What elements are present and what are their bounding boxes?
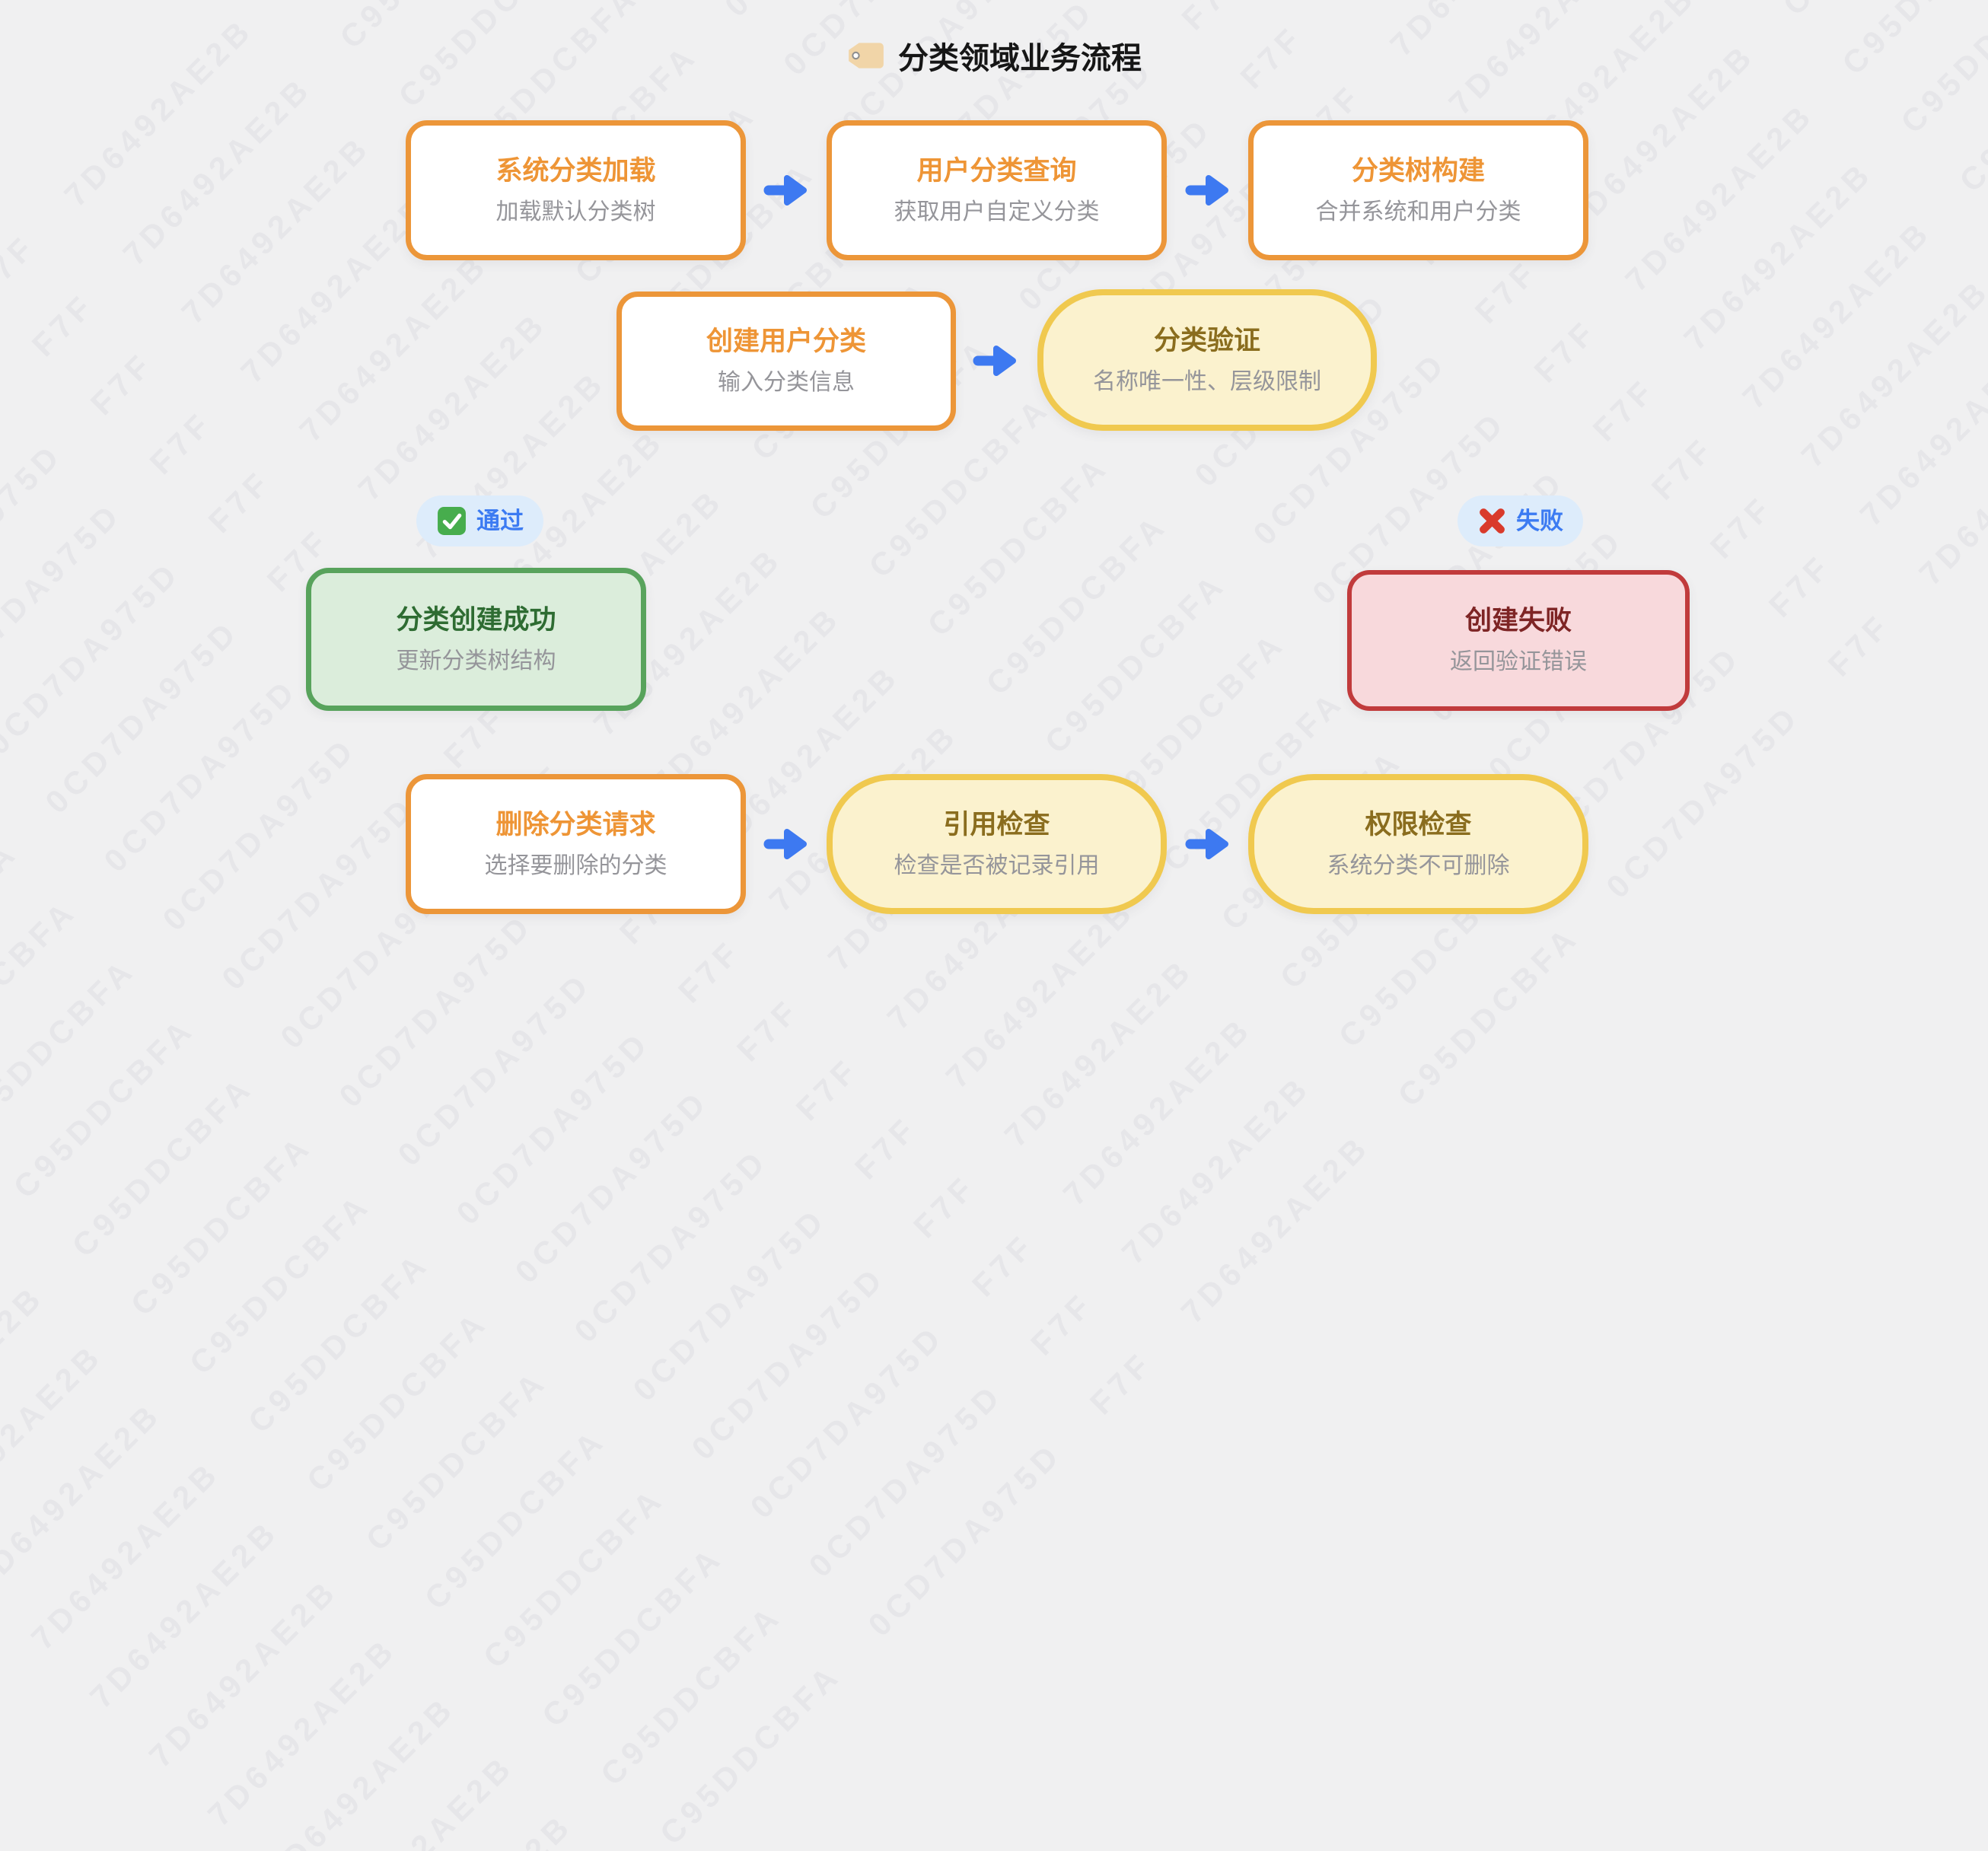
flow-node-create-user-category: 创建用户分类 输入分类信息 xyxy=(616,292,956,431)
node-title: 用户分类查询 xyxy=(916,155,1077,186)
node-subtitle: 加载默认分类树 xyxy=(495,199,656,225)
node-subtitle: 返回验证错误 xyxy=(1450,649,1587,674)
node-subtitle: 输入分类信息 xyxy=(718,370,855,395)
page-header: 分类领域业务流程 xyxy=(846,33,1142,78)
flow-node-category-create-success: 分类创建成功 更新分类树结构 xyxy=(306,568,646,711)
node-title: 引用检查 xyxy=(943,809,1050,839)
fail-badge: 失败 xyxy=(1458,495,1583,546)
node-title: 创建用户分类 xyxy=(706,327,866,356)
flow-node-system-category-load: 系统分类加载 加载默认分类树 xyxy=(406,120,746,260)
flow-node-reference-check: 引用检查 检查是否被记录引用 xyxy=(827,774,1167,914)
flow-node-category-validation: 分类验证 名称唯一性、层级限制 xyxy=(1037,289,1377,431)
node-title: 分类创建成功 xyxy=(396,604,556,635)
tag-icon xyxy=(846,40,886,72)
page-title: 分类领域业务流程 xyxy=(898,42,1142,75)
arrow-right-icon xyxy=(763,172,810,209)
badge-label: 失败 xyxy=(1516,508,1563,534)
cross-mark-icon xyxy=(1477,506,1507,536)
flow-node-delete-category-request: 删除分类请求 选择要删除的分类 xyxy=(406,774,746,914)
node-subtitle: 更新分类树结构 xyxy=(396,648,556,674)
badge-label: 通过 xyxy=(476,508,524,534)
node-subtitle: 检查是否被记录引用 xyxy=(894,852,1100,878)
arrow-right-icon xyxy=(972,342,1019,379)
node-subtitle: 名称唯一性、层级限制 xyxy=(1093,368,1321,394)
flow-node-user-category-query: 用户分类查询 获取用户自定义分类 xyxy=(827,120,1167,260)
flow-node-permission-check: 权限检查 系统分类不可删除 xyxy=(1248,774,1588,914)
flow-node-category-tree-build: 分类树构建 合并系统和用户分类 xyxy=(1248,120,1588,260)
pass-badge: 通过 xyxy=(416,495,543,546)
white-check-mark-icon xyxy=(436,505,467,537)
node-subtitle: 选择要删除的分类 xyxy=(484,852,667,878)
node-title: 系统分类加载 xyxy=(495,155,656,186)
arrow-right-icon xyxy=(1184,826,1231,862)
node-title: 删除分类请求 xyxy=(495,809,656,839)
node-title: 创建失败 xyxy=(1464,606,1572,636)
node-title: 分类验证 xyxy=(1153,325,1260,355)
node-title: 权限检查 xyxy=(1365,809,1472,839)
node-subtitle: 系统分类不可删除 xyxy=(1327,852,1510,878)
arrow-right-icon xyxy=(1184,172,1231,209)
node-subtitle: 获取用户自定义分类 xyxy=(894,199,1100,225)
node-title: 分类树构建 xyxy=(1351,155,1485,186)
flow-node-create-failure: 创建失败 返回验证错误 xyxy=(1347,570,1690,711)
node-subtitle: 合并系统和用户分类 xyxy=(1315,199,1521,225)
arrow-right-icon xyxy=(763,826,810,862)
